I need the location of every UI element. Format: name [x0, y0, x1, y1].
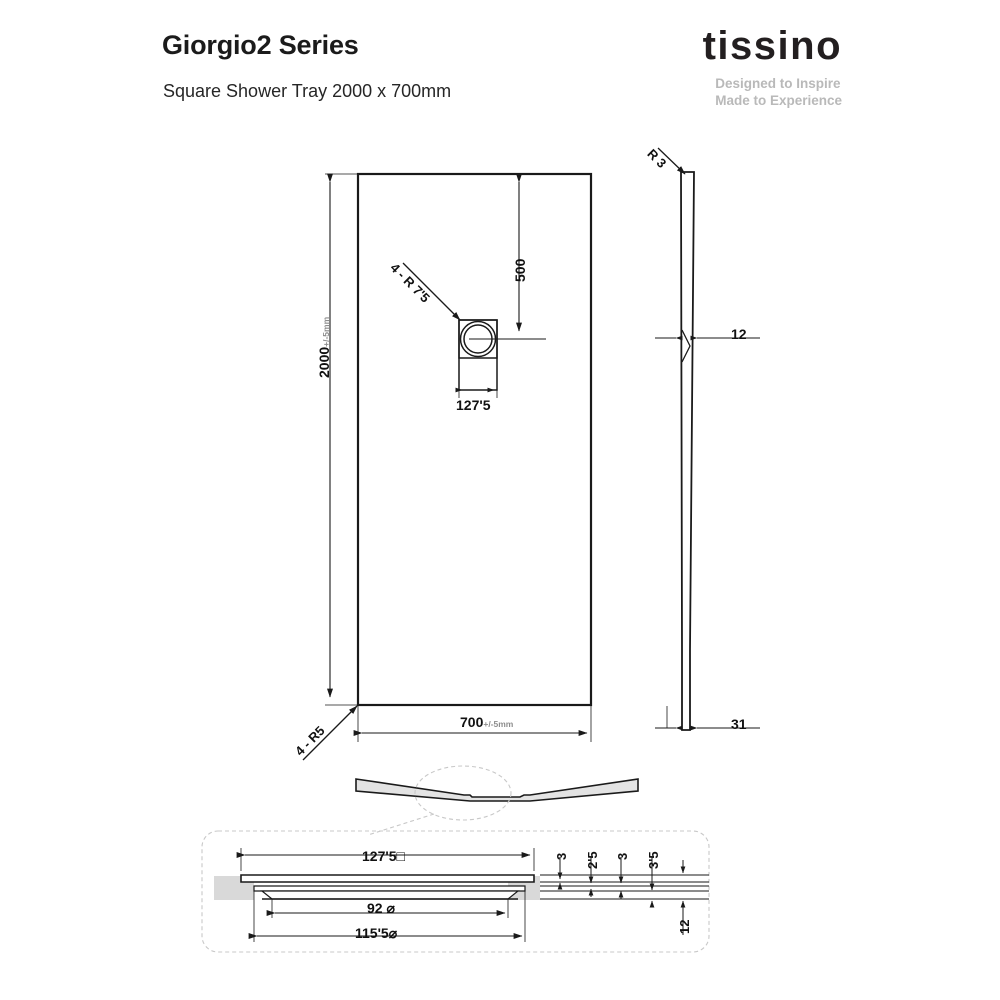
- leader-drain-radius: [402, 262, 461, 321]
- detail-callout-leader: [367, 813, 435, 836]
- dim-label-step-3: 3: [615, 852, 630, 860]
- dim-detail-92: [266, 899, 509, 918]
- dim-label-base: 31: [731, 716, 747, 732]
- tissino-logo: tissino: [702, 24, 842, 68]
- detail-view: [201, 830, 710, 953]
- side-elevation-view: [655, 147, 760, 731]
- brand-tagline-line2: Made to Experience: [715, 93, 842, 108]
- plan-view: [302, 172, 593, 761]
- dim-label-drain-offset: 500: [512, 258, 528, 282]
- page-subtitle: Square Shower Tray 2000 x 700mm: [163, 81, 452, 101]
- dim-drain-width-127: [455, 358, 498, 398]
- dim-label-drain-width: 127'5: [456, 397, 491, 413]
- dim-label-detail-total: 12: [677, 919, 692, 934]
- drain-body-outline: [458, 319, 498, 391]
- detail-waste-cover: [240, 874, 535, 883]
- section-profile: [355, 778, 639, 802]
- dim-width-700: [353, 705, 592, 742]
- plan-outline: [356, 172, 593, 707]
- detail-frame: [201, 830, 710, 953]
- detail-callout-ellipse: [414, 765, 512, 821]
- drain-assembly: [458, 319, 546, 391]
- dim-label-detail-cover: 127'5□: [362, 848, 405, 864]
- dim-base-31: [655, 706, 760, 731]
- dim-label-step-4: 3'5: [646, 851, 661, 869]
- dim-label-length: 2000+/-5mm: [316, 316, 332, 378]
- side-profile-notch: [681, 329, 691, 363]
- dim-label-step-2: 2'5: [585, 851, 600, 869]
- leader-corner-radius: [302, 705, 358, 761]
- dim-detail-steps: [557, 857, 655, 908]
- detail-taper: [260, 890, 520, 900]
- side-profile-outline: [680, 171, 695, 731]
- page-title: Giorgio2 Series: [162, 30, 359, 60]
- dim-detail-115: [248, 891, 526, 942]
- brand-tagline-line1: Designed to Inspire: [715, 76, 841, 91]
- dim-label-detail-outer-bore: 115'5⌀: [355, 925, 398, 941]
- cross-section-view: [355, 765, 639, 836]
- dim-detail-127: [236, 848, 535, 871]
- dim-label-detail-inner-bore: 92 ⌀: [367, 900, 395, 916]
- dim-label-step-1: 3: [554, 852, 569, 860]
- detail-flange-upper: [253, 885, 526, 892]
- brand-tagline: Designed to Inspire Made to Experience: [715, 75, 842, 109]
- dim-length-2000: [325, 173, 591, 706]
- leader-edge-radius-r3: [657, 147, 686, 175]
- dim-label-width: 700+/-5mm: [460, 714, 514, 730]
- dim-label-thickness: 12: [731, 326, 747, 342]
